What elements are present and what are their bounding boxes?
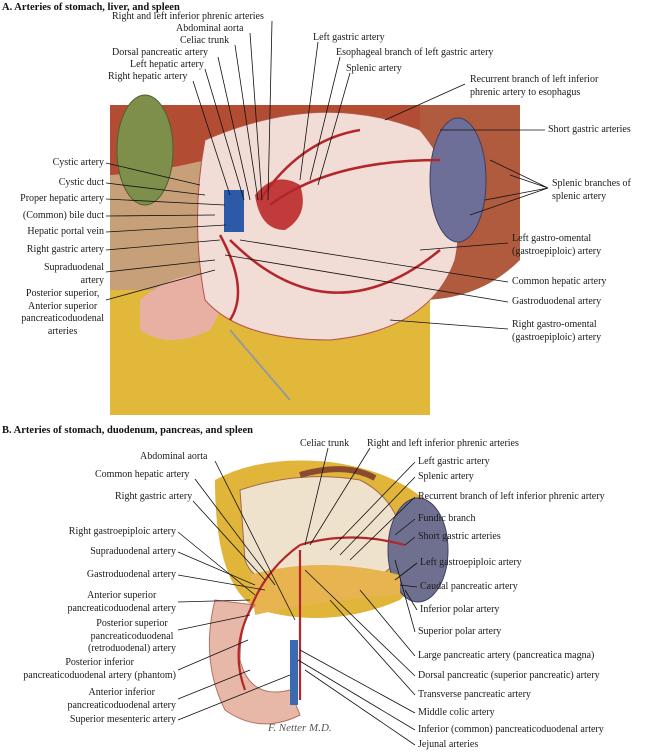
label-proper-hepatic: Proper hepatic artery — [20, 193, 104, 204]
gallbladder — [116, 94, 174, 206]
portal-vein — [224, 190, 244, 232]
label-esophageal-branch: Esophageal branch of left gastric artery — [336, 47, 494, 58]
label-b-caudal-pancreatic: Caudal pancreatic artery — [420, 581, 518, 592]
label-left-hepatic: Left hepatic artery — [130, 59, 204, 70]
leader-lines — [105, 20, 549, 746]
label-bile-duct: (Common) bile duct — [22, 210, 104, 221]
label-b-fundic: Fundic branch — [418, 513, 476, 524]
spleen — [429, 117, 487, 243]
label-b-common-hepatic: Common hepatic artery — [95, 469, 190, 480]
label-common-hepatic: Common hepatic artery — [512, 276, 607, 287]
panel-a-title: A. Arteries of stomach, liver, and splee… — [2, 2, 180, 13]
label-b-recurrent: Recurrent branch of left inferior phreni… — [418, 491, 605, 502]
label-b-left-gastric: Left gastric artery — [418, 456, 490, 467]
label-b-supraduodenal: Supraduodenal artery — [90, 546, 176, 557]
label-b-middle-colic: Middle colic artery — [418, 707, 495, 718]
label-b-superior-mesenteric: Superior mesenteric artery — [69, 714, 176, 725]
label-cystic-artery: Cystic artery — [52, 157, 104, 168]
label-dorsal-pancreatic: Dorsal pancreatic artery — [112, 47, 209, 58]
label-cystic-duct: Cystic duct — [58, 177, 104, 188]
label-b-short-gastric: Short gastric arteries — [418, 531, 501, 542]
label-abdominal-aorta: Abdominal aorta — [176, 23, 244, 34]
label-b-right-gastric: Right gastric artery — [115, 491, 193, 502]
duodenum — [208, 599, 301, 725]
panel-b-illustration — [208, 460, 449, 725]
label-short-gastric: Short gastric arteries — [548, 124, 631, 135]
label-right-hepatic: Right hepatic artery — [108, 71, 188, 82]
panel-a-illustration — [110, 94, 520, 415]
label-left-gastro-omental: Left gastro-omental(gastroepiploic) arte… — [512, 233, 602, 257]
label-b-jejunal: Jejunal arteries — [418, 739, 479, 750]
panel-b-title: B. Arteries of stomach, duodenum, pancre… — [2, 425, 253, 436]
label-b-gastroduodenal: Gastroduodenal artery — [86, 569, 176, 580]
label-b-inferior-pd: Inferior (common) pancreaticoduodenal ar… — [418, 724, 604, 735]
label-phrenic: Right and left inferior phrenic arteries — [112, 11, 264, 22]
label-b-dorsal-pancreatic: Dorsal pancreatic (superior pancreatic) … — [418, 670, 600, 681]
label-b-superior-polar: Superior polar artery — [418, 626, 502, 637]
label-celiac-trunk: Celiac trunk — [180, 35, 230, 46]
spleen — [387, 497, 449, 603]
label-b-aorta: Abdominal aorta — [140, 451, 208, 462]
label-gastroduodenal: Gastroduodenal artery — [512, 296, 602, 307]
label-right-gastro-omental: Right gastro-omental(gastroepiploic) art… — [512, 319, 602, 343]
label-portal-vein: Hepatic portal vein — [27, 226, 104, 237]
label-b-right-gastroepiploic: Right gastroepiploic artery — [68, 526, 176, 537]
label-b-inferior-polar: Inferior polar artery — [420, 604, 500, 615]
artist-signature: F. Netter M.D. — [268, 722, 332, 734]
label-b-left-gastroepiploic: Left gastroepiploic artery — [420, 557, 522, 568]
label-b-transverse-pancreatic: Transverse pancreatic artery — [418, 689, 531, 700]
label-right-gastric: Right gastric artery — [26, 244, 104, 255]
label-left-gastric: Left gastric artery — [313, 32, 385, 43]
pancreas — [250, 565, 400, 615]
label-b-large-pancreatic: Large pancreatic artery (pancreatica mag… — [418, 650, 595, 661]
duodenum — [140, 274, 222, 340]
label-b-phrenic: Right and left inferior phrenic arteries — [367, 438, 519, 449]
label-splenic: Splenic artery — [346, 63, 402, 74]
label-b-splenic: Splenic artery — [418, 471, 474, 482]
label-b-celiac-trunk: Celiac trunk — [300, 438, 350, 449]
